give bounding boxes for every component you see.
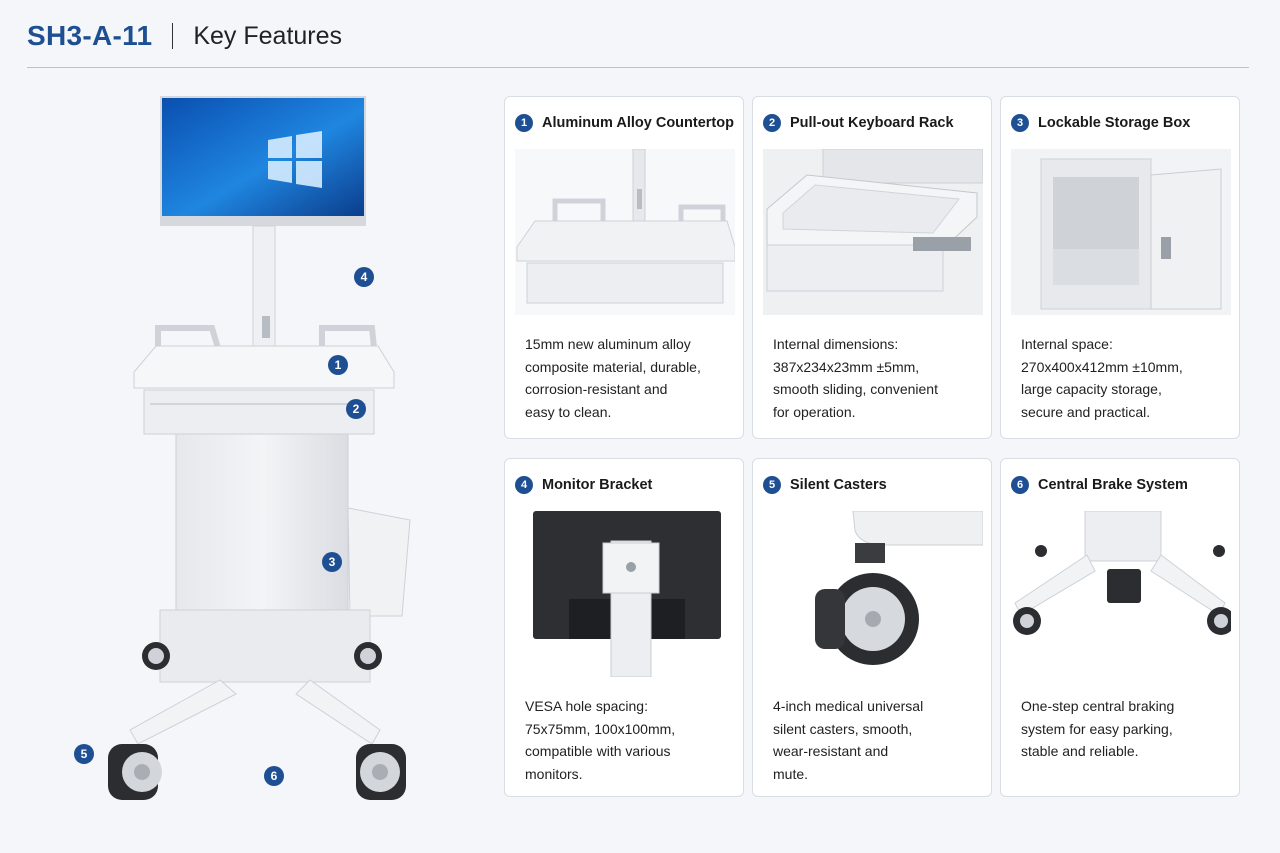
page-subtitle: Key Features	[193, 21, 343, 50]
feature-title: 3 Lockable Storage Box	[1011, 114, 1190, 132]
feature-description: One-step central braking system for easy…	[1021, 698, 1175, 759]
feature-number-badge: 1	[515, 114, 533, 132]
feature-number-badge: 5	[763, 476, 781, 494]
header-rule	[27, 67, 1249, 68]
feature-title: 5 Silent Casters	[763, 476, 887, 494]
feature-title-text: Monitor Bracket	[542, 477, 653, 493]
feature-title: 2 Pull-out Keyboard Rack	[763, 114, 954, 132]
caster-wheel-photo-icon	[763, 511, 983, 677]
countertop-photo-icon	[515, 149, 735, 315]
storage-cabinet-photo-icon	[1011, 149, 1231, 315]
model-name: SH3-A-11	[27, 20, 153, 51]
hero-badge-2: 2	[346, 399, 366, 419]
hero-badge-3: 3	[322, 552, 342, 572]
feature-number-badge: 4	[515, 476, 533, 494]
feature-card-storage-box: 3 Lockable Storage Box Internal space: 2…	[1000, 96, 1240, 439]
feature-title-text: Silent Casters	[790, 477, 887, 493]
feature-number-badge: 6	[1011, 476, 1029, 494]
feature-card-monitor-bracket: 4 Monitor Bracket VESA hole spacing: 75x…	[504, 458, 744, 797]
feature-title-text: Central Brake System	[1038, 477, 1188, 493]
medical-cart-icon	[108, 96, 411, 800]
keyboard-drawer-photo-icon	[763, 149, 983, 315]
hero-badge-1: 1	[328, 355, 348, 375]
hero-badge-5: 5	[74, 744, 94, 764]
feature-description: Internal space: 270x400x412mm ±10mm, lar…	[1021, 336, 1183, 420]
feature-description: Internal dimensions: 387x234x23mm ±5mm, …	[773, 336, 938, 420]
cart-illustration: 4 1 2 3 5 6	[60, 90, 480, 810]
feature-title: 4 Monitor Bracket	[515, 476, 652, 494]
feature-description: 15mm new aluminum alloy composite materi…	[525, 336, 701, 420]
brake-pedal-photo-icon	[1011, 511, 1231, 677]
feature-title: 6 Central Brake System	[1011, 476, 1188, 494]
header-divider	[172, 23, 174, 49]
feature-title: 1 Aluminum Alloy Countertop	[515, 114, 734, 132]
feature-card-silent-casters: 5 Silent Casters 4-inch medical universa…	[752, 458, 992, 797]
feature-description: 4-inch medical universal silent casters,…	[773, 698, 924, 782]
feature-card-brake-system: 6 Central Brake System One-step central …	[1000, 458, 1240, 797]
feature-number-badge: 2	[763, 114, 781, 132]
feature-title-text: Aluminum Alloy Countertop	[542, 115, 734, 131]
feature-card-keyboard-rack: 2 Pull-out Keyboard Rack Internal dimens…	[752, 96, 992, 439]
feature-card-countertop: 1 Aluminum Alloy Countertop 15mm new alu…	[504, 96, 744, 439]
feature-title-text: Lockable Storage Box	[1038, 115, 1191, 131]
hero-badge-4: 4	[354, 267, 374, 287]
feature-title-text: Pull-out Keyboard Rack	[790, 115, 954, 131]
monitor-bracket-photo-icon	[515, 511, 735, 677]
hero-badge-6: 6	[264, 766, 284, 786]
feature-description: VESA hole spacing: 75x75mm, 100x100mm, c…	[525, 698, 676, 782]
feature-number-badge: 3	[1011, 114, 1029, 132]
page-header: SH3-A-11 Key Features	[27, 14, 342, 58]
